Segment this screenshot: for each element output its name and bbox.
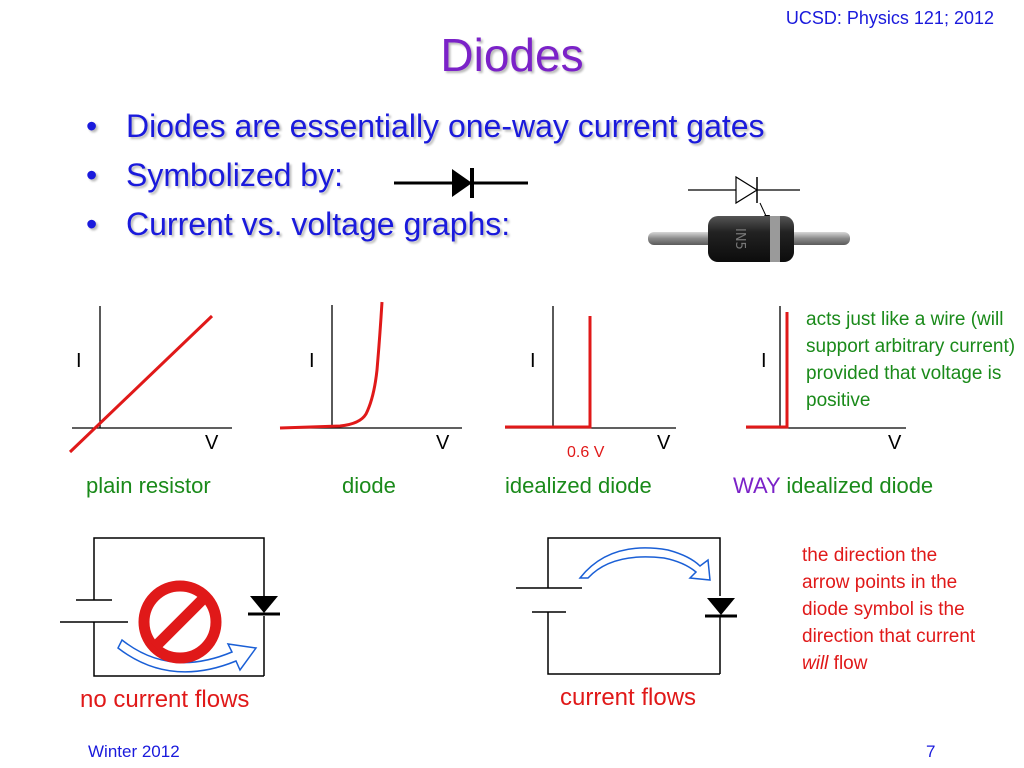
bullet-text: Current vs. voltage graphs: bbox=[126, 206, 511, 242]
direction-note: the direction the arrow points in the di… bbox=[802, 542, 975, 677]
curved-arrow-icon bbox=[117, 638, 258, 673]
graph-x-label: V bbox=[888, 432, 902, 454]
slide-title: Diodes bbox=[440, 29, 584, 81]
threshold-label: 0.6 V bbox=[567, 444, 605, 461]
graph-y-label: I bbox=[761, 350, 767, 372]
graph-caption: plain resistor bbox=[86, 473, 211, 498]
caption-emphasis: WAY bbox=[733, 473, 781, 498]
graph-x-label: V bbox=[657, 432, 671, 454]
graph-idealized-diode bbox=[505, 306, 676, 429]
bullet-list: • Diodes are essentially one-way current … bbox=[86, 108, 765, 255]
course-header: UCSD: Physics 121; 2012 bbox=[785, 8, 994, 28]
bullet-text: Diodes are essentially one-way current g… bbox=[126, 108, 765, 144]
graph-caption: WAY idealized diode bbox=[733, 473, 933, 499]
bullet-dot: • bbox=[86, 157, 98, 193]
graph-x-label: V bbox=[436, 432, 450, 454]
direction-note-line: direction that current bbox=[802, 626, 976, 647]
graph-x-label: V bbox=[205, 432, 219, 454]
svg-text:IN5: IN5 bbox=[732, 228, 747, 250]
footer-term: Winter 2012 bbox=[88, 742, 180, 761]
diode-symbol-icon bbox=[705, 598, 737, 618]
bullet-item: • Symbolized by: bbox=[86, 157, 765, 206]
bullet-dot: • bbox=[86, 108, 98, 144]
page-number: 7 bbox=[926, 742, 936, 761]
bullet-text: Symbolized by: bbox=[126, 157, 343, 193]
caption-text: idealized diode bbox=[786, 473, 934, 498]
bullet-dot: • bbox=[86, 206, 98, 242]
diode-symbol-icon bbox=[248, 596, 280, 616]
bullet-item: • Current vs. voltage graphs: bbox=[86, 206, 765, 255]
bullet-item: • Diodes are essentially one-way current … bbox=[86, 108, 765, 157]
graph-y-label: I bbox=[76, 350, 82, 372]
curved-arrow-icon bbox=[578, 547, 711, 581]
graph-y-label: I bbox=[530, 350, 536, 372]
direction-note-line: arrow points in the bbox=[802, 572, 958, 593]
graph-way-idealized-diode bbox=[746, 306, 906, 429]
flowing-caption: current flows bbox=[560, 684, 697, 711]
direction-note-text: flow bbox=[828, 653, 868, 674]
graph-caption: diode bbox=[342, 473, 396, 498]
graph-y-label: I bbox=[309, 350, 315, 372]
graph-plain-resistor bbox=[68, 306, 232, 454]
graph-diode bbox=[279, 301, 462, 430]
circuit-flowing bbox=[516, 537, 737, 675]
direction-note-line: will flow bbox=[802, 650, 975, 677]
wire-note: acts just like a wire (will support arbi… bbox=[806, 309, 1016, 411]
direction-note-line: the direction the bbox=[802, 545, 938, 566]
prohibited-sign-icon bbox=[138, 580, 222, 664]
direction-note-line: diode symbol is the bbox=[802, 599, 965, 620]
graph-caption: idealized diode bbox=[505, 473, 652, 498]
direction-note-emphasis: will bbox=[802, 653, 829, 674]
diode-photo-icon: IN5 bbox=[648, 175, 850, 262]
diode-symbol-icon bbox=[394, 168, 528, 198]
circuit-blocked bbox=[60, 537, 280, 677]
blocked-caption: no current flows bbox=[80, 686, 250, 713]
